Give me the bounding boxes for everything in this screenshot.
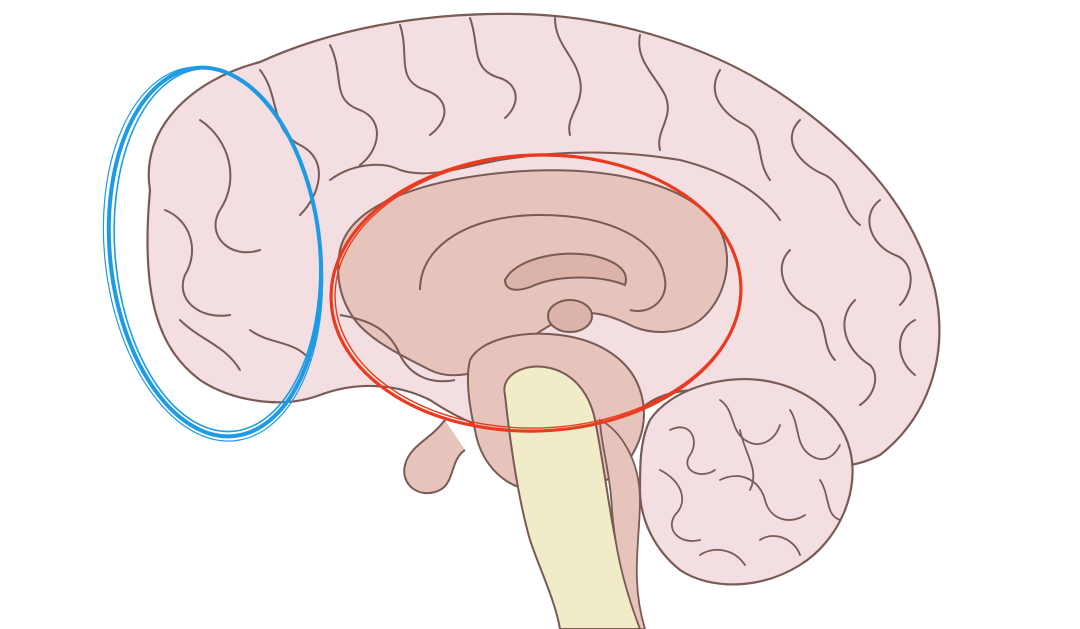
inner-arc bbox=[503, 252, 627, 291]
thalamus-nucleus bbox=[547, 299, 593, 333]
cerebellum-folia bbox=[659, 399, 841, 566]
cerebellum bbox=[638, 378, 854, 586]
cortex-folds bbox=[164, 17, 916, 406]
brainstem-base bbox=[599, 418, 646, 629]
pituitary-stalk bbox=[403, 419, 466, 495]
fornix-arc bbox=[419, 213, 667, 312]
limbic-highlight bbox=[329, 153, 743, 433]
frontal-base-fold bbox=[339, 314, 456, 383]
prefrontal-highlight bbox=[102, 65, 324, 442]
